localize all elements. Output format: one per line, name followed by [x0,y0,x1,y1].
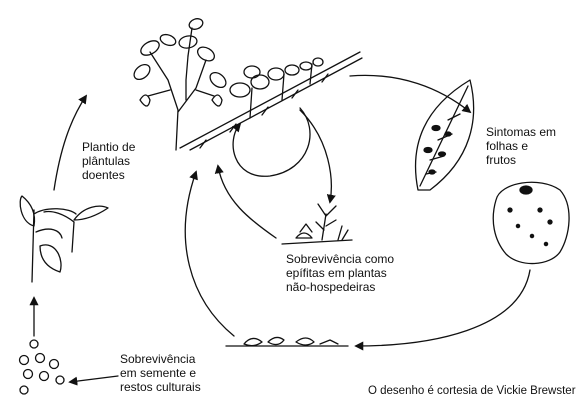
epiphyte-survival-label: Sobrevivência como epífitas em plantas n… [286,252,395,294]
drawing-credit: O desenho é cortesia de Vickie Brewster [368,385,576,397]
infected-fruit-drawing [492,181,570,265]
planting-label: Plantio de plântulas doentes [82,140,136,182]
infected-leaf-drawing [414,79,475,191]
symptoms-label: Sintomas em folhas e frutos [486,125,557,167]
seed-debris-survival-label: Sobrevivência em semente e restos cultur… [120,352,201,394]
cycle-arrows [29,74,531,386]
seedling-drawing [19,195,109,283]
field-plants-drawing [133,18,363,151]
crop-debris-drawing [225,336,349,347]
non-host-plants-drawing [281,203,353,245]
seeds-drawing [18,339,65,395]
